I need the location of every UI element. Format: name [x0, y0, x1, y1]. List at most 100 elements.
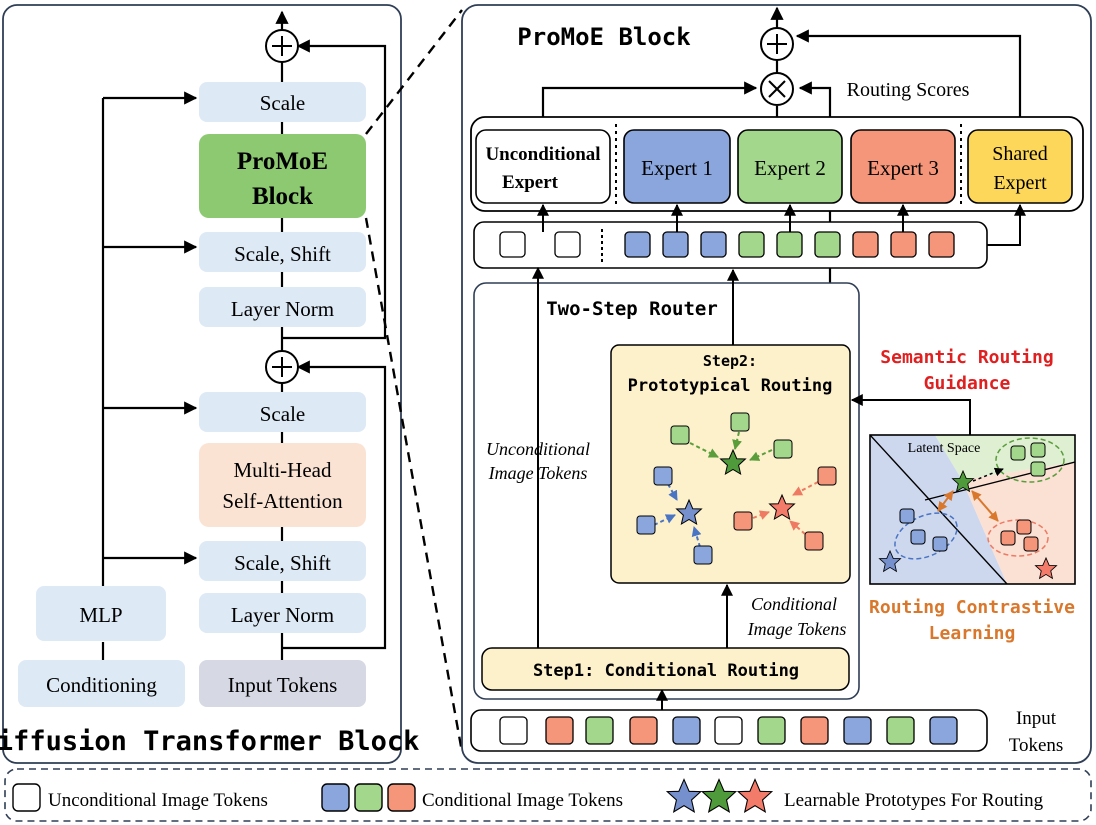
- routed-token: [852, 231, 879, 258]
- unconditional-expert-box: Unconditional Expert: [475, 129, 611, 204]
- input-token: [929, 716, 958, 745]
- dit-layer-norm-bottom-box: Layer Norm: [199, 593, 366, 633]
- dit-mlp-box: MLP: [36, 586, 166, 641]
- red-token: [804, 531, 824, 551]
- promoe-plus-circle: [760, 27, 794, 61]
- input-token: [800, 716, 829, 745]
- step2-blue-cluster: [636, 466, 713, 565]
- dit-scale-shift-top-label: Scale, Shift: [234, 242, 331, 266]
- legend: Unconditional Image Tokens Conditional I…: [4, 768, 1092, 822]
- step2-green-cluster: [670, 412, 793, 475]
- legend-unconditional-swatch: [12, 783, 41, 812]
- routed-token: [928, 231, 955, 258]
- expert-3-box: Expert 3: [850, 129, 956, 204]
- red-token: [817, 466, 837, 486]
- dit-layer-norm-top-box: Layer Norm: [199, 287, 366, 327]
- red-token: [733, 511, 753, 531]
- latent-space-label: Latent Space: [908, 441, 981, 456]
- legend-conditional-label: Conditional Image Tokens: [422, 790, 623, 811]
- latent-blue-token: [910, 529, 926, 545]
- routed-token: [554, 231, 581, 258]
- dit-scale-top-label: Scale: [260, 91, 305, 115]
- expert-2-box: Expert 2: [737, 129, 843, 204]
- step2-label-line1: Step2:: [703, 352, 757, 370]
- latent-red-token: [1000, 530, 1016, 546]
- dit-scale-shift-top-box: Scale, Shift: [199, 232, 366, 272]
- input-token: [843, 716, 872, 745]
- latent-green-token: [1010, 445, 1026, 461]
- shared-expert-box: Shared Expert: [967, 129, 1073, 204]
- dit-layer-norm-bottom-label: Layer Norm: [231, 603, 334, 627]
- dit-mhsa-label-line2: Self-Attention: [222, 489, 343, 513]
- two-step-router-title: Two-Step Router: [546, 298, 718, 320]
- input-token: [545, 716, 574, 745]
- routed-token: [738, 231, 765, 258]
- router-arrows: [532, 266, 971, 710]
- semantic-guidance-label-line2: Guidance: [924, 373, 1011, 394]
- promoe-multiply-circle: [760, 72, 794, 106]
- input-token: [714, 716, 743, 745]
- latent-space-box: Latent Space: [869, 434, 1076, 585]
- dit-promoe-block-box: ProMoE Block: [199, 134, 366, 218]
- latent-blue-token: [932, 536, 948, 552]
- promoe-title: ProMoE Block: [517, 23, 691, 51]
- routing-scores-label: Routing Scores: [847, 79, 970, 101]
- dit-mhsa-label-line1: Multi-Head: [234, 458, 332, 482]
- latent-green-token: [1030, 442, 1046, 458]
- dit-promoe-label-line2: Block: [252, 183, 313, 210]
- semantic-guidance-label-line1: Semantic Routing: [880, 347, 1053, 368]
- dit-scale-top-box: Scale: [199, 82, 366, 122]
- latent-green-token: [1030, 461, 1046, 477]
- green-token: [670, 425, 690, 445]
- expert-1-label: Expert 1: [641, 156, 713, 180]
- dit-input-tokens-label: Input Tokens: [228, 673, 338, 697]
- unconditional-tokens-label-line2: Image Tokens: [488, 463, 588, 483]
- step2-label-line2: Prototypical Routing: [628, 376, 833, 396]
- conditional-tokens-label-line1: Conditional: [751, 594, 837, 614]
- dit-block-title: Diffusion Transformer Block: [0, 726, 419, 757]
- latent-red-token: [1023, 536, 1039, 552]
- dit-scale-mid-label: Scale: [260, 402, 305, 426]
- dit-mlp-label: MLP: [79, 603, 122, 627]
- legend-blue-swatch: [321, 783, 350, 812]
- dit-layer-norm-top-label: Layer Norm: [231, 297, 334, 321]
- routed-token: [814, 231, 841, 258]
- latent-blue-token: [899, 508, 915, 524]
- dit-promoe-label-line1: ProMoE: [237, 148, 328, 175]
- routed-token: [624, 231, 651, 258]
- unconditional-expert-label-line1: Unconditional: [485, 144, 600, 165]
- routed-token: [700, 231, 727, 258]
- input-token: [886, 716, 915, 745]
- dit-scale-shift-bottom-label: Scale, Shift: [234, 551, 331, 575]
- dit-conditioning-label: Conditioning: [46, 673, 157, 697]
- green-token: [773, 439, 793, 459]
- blue-token: [636, 515, 656, 535]
- dit-plus-middle: [265, 350, 299, 384]
- routed-token-row: [473, 221, 988, 269]
- dit-input-tokens-box: Input Tokens: [199, 660, 366, 707]
- legend-green-swatch: [354, 783, 383, 812]
- input-tokens-label-line1: Input: [1016, 708, 1057, 729]
- conditional-tokens-label-line2: Image Tokens: [747, 619, 847, 639]
- contrastive-label-line1: Routing Contrastive: [869, 597, 1075, 618]
- dit-scale-mid-box: Scale: [199, 392, 366, 432]
- routed-token: [499, 231, 526, 258]
- zoom-dashed-lines: [364, 9, 464, 753]
- shared-expert-label-line2: Expert: [993, 172, 1047, 194]
- unconditional-expert-label-line2: Expert: [502, 172, 559, 193]
- step1-conditional-routing-box: Step1: Conditional Routing: [481, 647, 850, 691]
- unconditional-tokens-label-line1: Unconditional: [486, 439, 590, 459]
- legend-prototypes-label: Learnable Prototypes For Routing: [784, 790, 1044, 811]
- input-token: [757, 716, 786, 745]
- dit-plus-top: [265, 29, 299, 63]
- input-token-row: [470, 709, 988, 752]
- token-to-expert-arrows: [537, 203, 1026, 246]
- contrastive-label-line2: Learning: [929, 623, 1016, 644]
- input-token: [585, 716, 614, 745]
- expert-2-label: Expert 2: [754, 156, 826, 180]
- green-token: [730, 412, 750, 432]
- expert-3-label: Expert 3: [867, 156, 939, 180]
- step1-label: Step1: Conditional Routing: [533, 661, 799, 681]
- routed-token: [890, 231, 917, 258]
